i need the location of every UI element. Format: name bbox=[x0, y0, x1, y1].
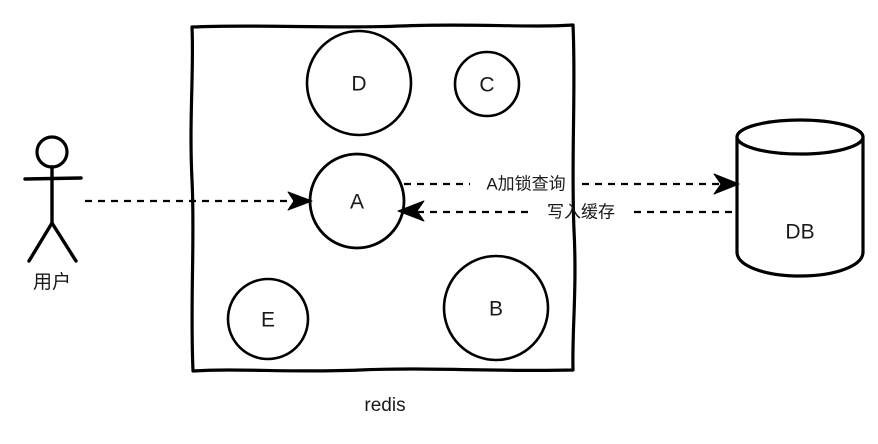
cache-node-b-label: B bbox=[489, 298, 503, 321]
cache-node-e-circle bbox=[226, 277, 310, 361]
cache-node-e-label: E bbox=[261, 309, 275, 332]
cylinder-top-icon bbox=[735, 118, 865, 156]
actor-user[interactable]: 用户 bbox=[23, 135, 83, 293]
database-node[interactable]: DB bbox=[735, 118, 865, 278]
redis-box-outline bbox=[189, 23, 577, 373]
cache-node-a-label: A bbox=[350, 191, 364, 214]
edge-cache-to-db-label: A加锁查询 bbox=[486, 174, 565, 193]
stick-figure-head-icon bbox=[35, 135, 69, 169]
edge-db-to-cache[interactable]: 写入缓存 bbox=[397, 200, 737, 222]
cache-node-b-circle bbox=[442, 254, 550, 362]
cache-node-e[interactable]: E bbox=[226, 277, 310, 361]
cache-node-c-label: C bbox=[479, 74, 494, 97]
edge-user-to-cache[interactable] bbox=[85, 191, 313, 211]
stick-figure-legs-icon bbox=[27, 221, 78, 263]
actor-label: 用户 bbox=[33, 271, 71, 293]
stick-figure-arms-icon bbox=[23, 176, 83, 181]
cylinder-body-icon bbox=[735, 135, 865, 278]
edge-cache-to-db-arrowhead-icon bbox=[713, 173, 740, 195]
cache-node-d-circle bbox=[305, 29, 413, 137]
redis-caption: redis bbox=[364, 395, 405, 416]
cache-node-c-circle bbox=[453, 50, 521, 118]
cache-node-c[interactable]: C bbox=[453, 50, 521, 118]
cache-node-d[interactable]: D bbox=[305, 29, 413, 137]
database-label: DB bbox=[785, 221, 814, 244]
cache-node-a[interactable]: A bbox=[308, 152, 406, 250]
edge-db-to-cache-arrowhead-icon bbox=[397, 200, 425, 222]
edge-cache-to-db[interactable]: A加锁查询 bbox=[404, 173, 740, 195]
edge-user-to-cache-arrowhead-icon bbox=[287, 191, 313, 211]
cache-node-b[interactable]: B bbox=[442, 254, 550, 362]
edge-db-to-cache-label: 写入缓存 bbox=[547, 202, 615, 221]
redis-container[interactable]: redis bbox=[189, 23, 577, 416]
cache-node-d-label: D bbox=[351, 73, 366, 96]
